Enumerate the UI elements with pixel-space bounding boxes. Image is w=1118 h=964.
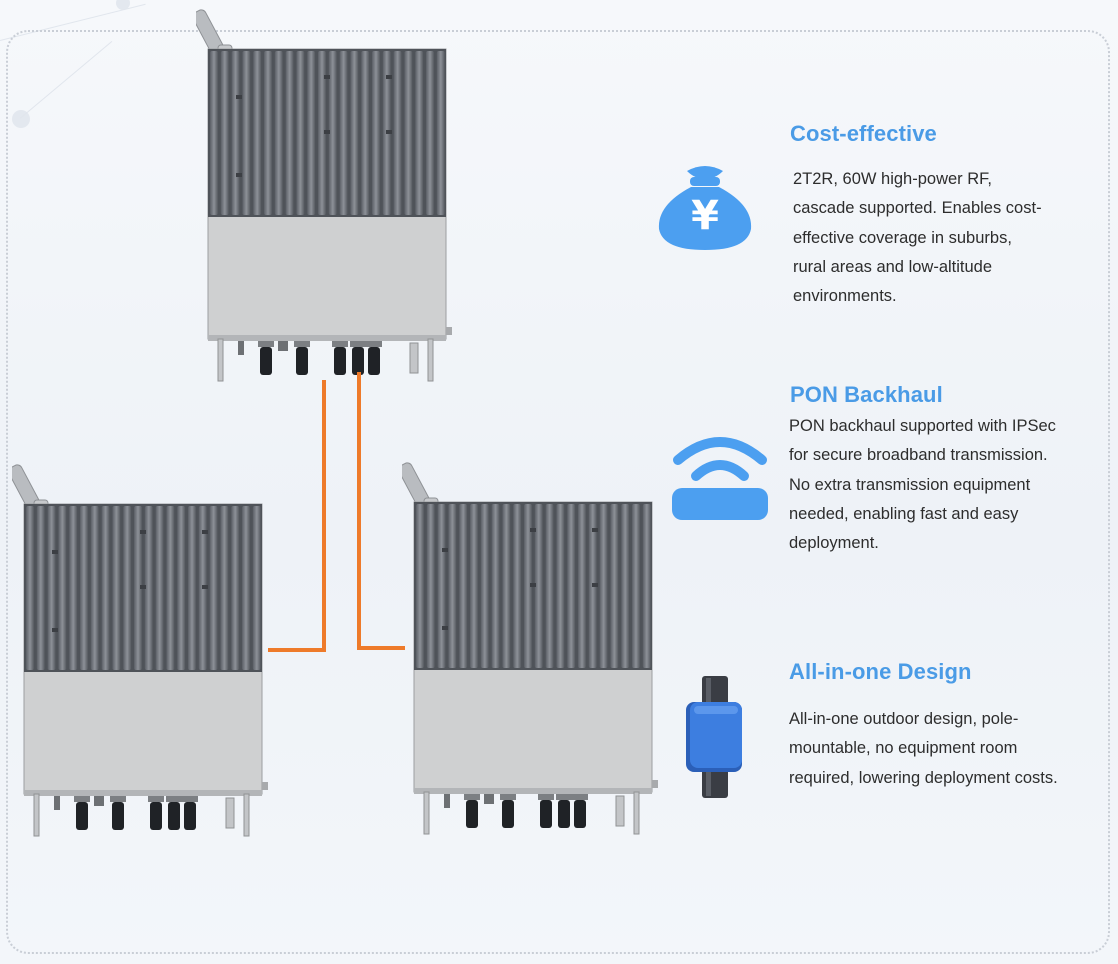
feature-description: All-in-one outdoor design, pole-mountabl… — [789, 710, 1058, 787]
radio-unit-bottom-left — [12, 464, 268, 837]
feature-cost-effective: Cost-effective 2T2R, 60W high-power RF, … — [790, 121, 1050, 311]
decorative-dot — [116, 0, 130, 10]
feature-all-in-one: All-in-one Design All-in-one outdoor des… — [789, 659, 1064, 793]
cascade-cable — [322, 380, 326, 652]
feature-title: Cost-effective — [790, 121, 937, 146]
feature-description: PON backhaul supported with IPSec for se… — [789, 417, 1056, 553]
yen-symbol: ¥ — [691, 193, 719, 239]
feature-pon-backhaul: PON Backhaul PON backhaul supported with… — [789, 382, 1065, 558]
radio-unit-bottom-right — [402, 462, 658, 835]
pole-mount-icon — [686, 676, 742, 798]
money-bag-yen-icon: ¥ — [658, 166, 752, 250]
content-frame — [6, 30, 1110, 954]
feature-title: All-in-one Design — [789, 659, 972, 684]
radio-unit-top — [196, 9, 452, 382]
cascade-cable — [268, 648, 326, 652]
cascade-cable — [357, 646, 405, 650]
feature-title: PON Backhaul — [790, 382, 943, 407]
wireless-router-icon — [672, 437, 768, 520]
cascade-cable — [357, 372, 361, 650]
feature-description: 2T2R, 60W high-power RF, cascade support… — [793, 170, 1042, 306]
